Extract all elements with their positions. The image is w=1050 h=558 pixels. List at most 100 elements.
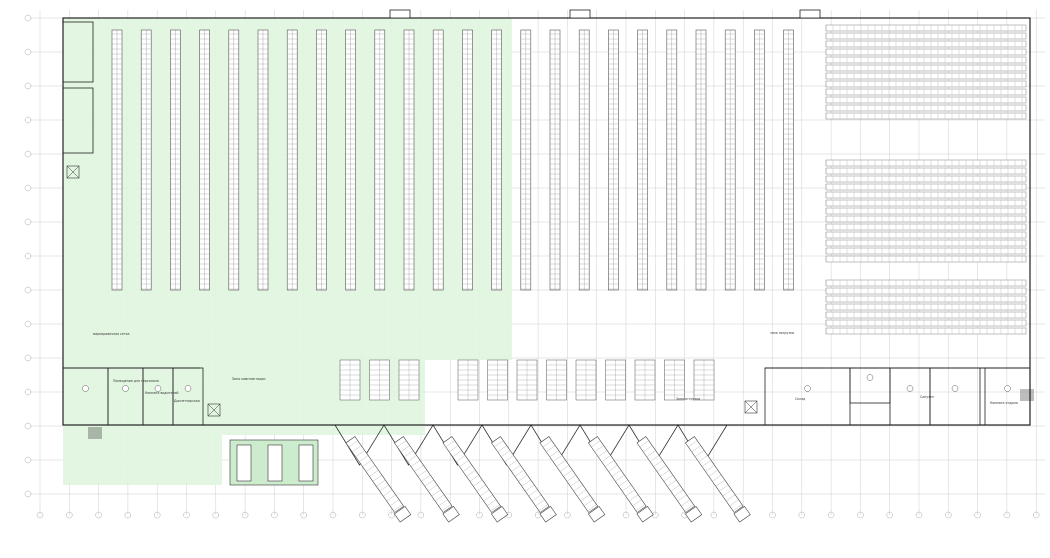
rack-row — [825, 287, 1027, 295]
floor-rack-block — [605, 359, 626, 401]
trailer-rib — [497, 445, 507, 453]
rack-row — [825, 64, 1027, 72]
shaft-box — [744, 400, 758, 414]
shaft-cross — [207, 403, 221, 417]
axis-marker — [24, 456, 32, 464]
rack-column — [286, 29, 298, 291]
floor-rack-block — [457, 359, 479, 401]
trailer-rib — [583, 499, 594, 507]
truck — [539, 436, 606, 523]
trailer-rib — [591, 440, 601, 448]
axis-marker — [945, 511, 952, 519]
trailer-rib — [615, 474, 625, 482]
trailer-rib — [580, 494, 590, 502]
shaft-cross — [744, 400, 758, 414]
axis-marker — [66, 511, 73, 519]
truck-trailer — [539, 436, 599, 513]
trailer-rib — [556, 460, 566, 467]
trailer-rib — [601, 455, 611, 462]
room-tag — [184, 385, 192, 392]
axis-marker — [24, 14, 32, 22]
trailer-rib — [404, 450, 414, 457]
trailer-rib — [695, 450, 705, 457]
rack-row — [825, 311, 1027, 319]
rack-row — [825, 32, 1027, 40]
trailer-rib — [608, 465, 618, 472]
trailer-rib — [546, 445, 556, 453]
trailer-rib — [729, 499, 739, 507]
trailer-rib — [701, 460, 712, 467]
loading-docks — [236, 424, 751, 523]
rack-column — [608, 29, 619, 291]
room-tag — [866, 374, 874, 381]
axis-marker — [1003, 511, 1011, 519]
trailer-rib — [632, 499, 642, 507]
rack-row — [825, 24, 1027, 32]
trailer-rib — [355, 450, 365, 457]
trailer-rib — [650, 455, 660, 462]
trailer-rib — [518, 474, 528, 482]
trailer-rib — [348, 440, 358, 448]
axis-marker — [622, 511, 630, 519]
axis-marker — [183, 511, 190, 519]
truck-trailer — [345, 436, 405, 513]
shaft-box — [207, 403, 221, 417]
note-label: зона погрузки — [770, 331, 794, 335]
rack-row — [825, 96, 1027, 104]
parked-truck — [236, 444, 252, 482]
floor-rack-block — [369, 359, 390, 401]
trailer-rib — [480, 489, 490, 497]
trailer-rib — [667, 479, 677, 487]
room — [62, 87, 94, 154]
rack-row — [825, 295, 1027, 303]
trailer-rib — [362, 460, 372, 467]
floor-rack-block — [398, 359, 420, 401]
axis-marker — [329, 511, 337, 519]
trailer-rib — [570, 479, 580, 487]
truck — [345, 436, 412, 523]
axis-marker — [241, 511, 249, 519]
axis-marker — [915, 511, 923, 519]
floor-rack-block — [634, 359, 656, 401]
room — [764, 367, 851, 426]
room-label: Комната отдыха — [990, 401, 1018, 405]
rack-row — [825, 327, 1027, 335]
axis-marker — [1032, 511, 1040, 519]
rack-row — [825, 239, 1027, 247]
axis-marker — [388, 511, 395, 519]
room — [62, 21, 94, 83]
truck — [636, 436, 703, 523]
trailer-rib — [670, 484, 680, 492]
axis-marker — [24, 490, 32, 498]
trailer-rib — [376, 479, 386, 487]
trailer-rib — [535, 499, 545, 507]
floor-rack-block — [546, 359, 567, 401]
trailer-rib — [542, 440, 552, 448]
trailer-rib — [680, 499, 691, 507]
rack-row — [825, 199, 1027, 207]
room — [172, 367, 204, 426]
floor-rack-block — [339, 359, 361, 401]
roof-vent — [799, 9, 821, 19]
trailer-rib — [538, 504, 549, 511]
floor-rack-block — [693, 359, 715, 401]
trailer-rib — [452, 450, 462, 457]
trailer-rib — [410, 460, 421, 467]
trailer-rib — [407, 455, 417, 462]
trailer-rib — [643, 445, 653, 453]
shaft-icon — [207, 403, 221, 417]
trailer-rib — [359, 455, 369, 462]
axis-marker — [24, 286, 32, 294]
trailer-rib — [449, 445, 459, 453]
room-label: Диспетчерская — [174, 399, 200, 403]
axis-marker — [24, 354, 32, 362]
axis-marker — [476, 511, 483, 519]
room-tag — [1004, 385, 1011, 392]
truck-trailer — [684, 436, 744, 513]
floor-rack-block — [487, 359, 508, 401]
trailer-rib — [525, 484, 535, 492]
trailer-rib — [622, 484, 632, 492]
truck — [442, 436, 509, 523]
trailer-rib — [715, 479, 725, 487]
